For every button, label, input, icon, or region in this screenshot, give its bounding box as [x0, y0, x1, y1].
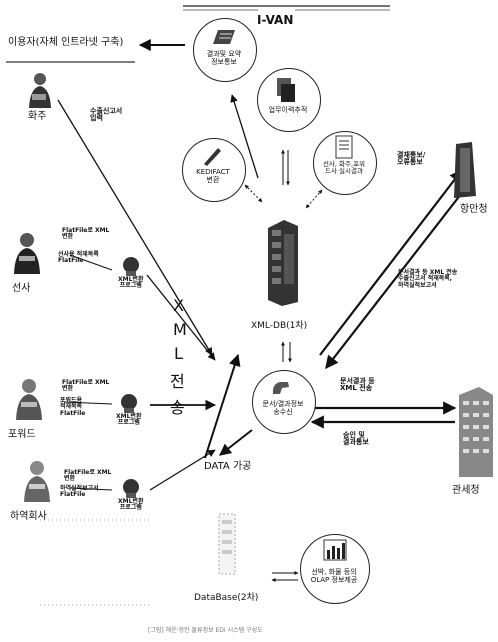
archive-circle-label: 업무이력추적 [260, 106, 316, 114]
customs-in-label: 문서결과 등 XML 전송 [340, 378, 375, 393]
xml-transmission-char-5: 송 [170, 400, 185, 417]
stevedore-note2: 하역실적보고서 FlatFile [60, 486, 99, 499]
edifact-circle-label: KEDIFACT 변환 [185, 168, 241, 184]
stats-circle-label: 결과및 요약 정보통보 [196, 50, 252, 66]
stevedore-note1: FlatFile로 XML 변환 [64, 470, 111, 483]
database-label: DataBase(2차) [194, 594, 258, 603]
shipping-line-converter-label: XML변환 프로그램 [118, 277, 143, 290]
stevedore-name: 하역회사 [10, 512, 47, 523]
port-authority-out-label: 문서결과 등 XML 전송 수출신고서 적재목록, 하역실적보고서 [398, 270, 457, 289]
ivan-title: I-VAN [257, 14, 293, 27]
shipper-name: 화주 [28, 112, 46, 123]
shipping-line-note1: FlatFile로 XML 변환 [62, 228, 109, 241]
forwarder-converter-label: XML변환 프로그램 [116, 414, 141, 427]
shipping-line-name: 선사 [12, 284, 30, 295]
port-authority-name: 항만청 [460, 205, 488, 216]
xml-transmission-char-2: M [173, 322, 187, 339]
bottom-caption: [그림] 해운·항만 물류정보 EDI 시스템 구성도 [148, 628, 263, 634]
xml-transmission-char-4: 전 [170, 374, 185, 391]
data-processing-label: DATA 가공 [204, 462, 251, 473]
xml-db-label: XML-DB(1차) [251, 322, 307, 331]
port-authority-in-label: 결재통보/ 오류통보 [397, 152, 425, 167]
docs-circle-label: 선사, 화주,포워 드사 실시결과 [314, 161, 374, 176]
forwarder-note1: FlatFile로 XML 변환 [62, 380, 109, 393]
exchange-circle-label: 문서/결과정보 송수신 [255, 400, 311, 416]
olap-circle-label: 선박, 화물 등의 OLAP 정보제공 [301, 568, 367, 584]
forwarder-note2: 포워드용 적재목록 FlatFile [60, 398, 85, 417]
forwarder-name: 포워드 [8, 430, 36, 441]
xml-transmission-char-1: X [173, 298, 184, 315]
shipper-note: 수출신고서 입력 [90, 108, 122, 123]
xml-transmission-char-3: L [174, 346, 183, 363]
user-label: 이용자(자체 인트라넷 구축) [8, 38, 123, 49]
customs-name: 관세청 [452, 486, 480, 497]
shipping-line-note2: 선사용 적재목록 FlatFile [58, 252, 99, 265]
customs-out-label: 승인 및 결과통보 [343, 432, 369, 447]
stevedore-converter-label: XML변환 프로그램 [118, 499, 143, 512]
